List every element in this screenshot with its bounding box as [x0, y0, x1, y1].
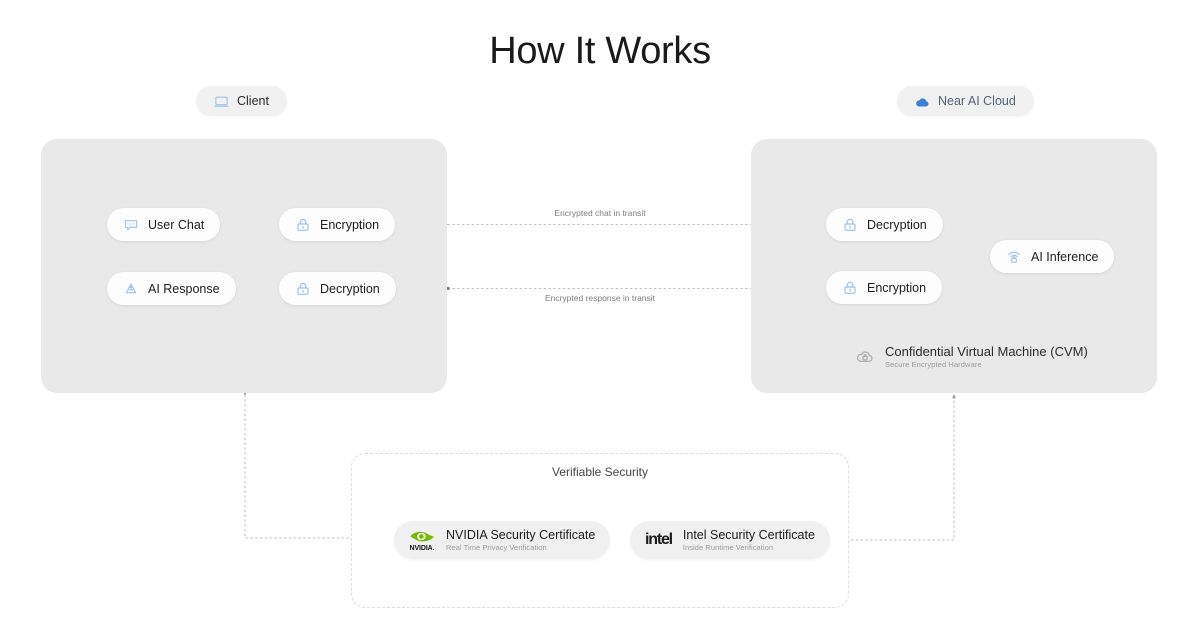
zone-client: [41, 139, 447, 393]
node-ai-inference[interactable]: AI Inference: [990, 240, 1115, 273]
node-encryption-client-label: Encryption: [320, 217, 380, 232]
nvidia-eye-logo: NVIDIA.: [409, 529, 435, 552]
certificate-intel-subtitle: Inside Runtime Verification: [682, 543, 774, 552]
lock-icon: [842, 217, 858, 233]
lock-icon: [842, 280, 858, 296]
node-ai-inference-label: AI Inference: [1031, 249, 1099, 264]
badge-client[interactable]: Client: [196, 86, 287, 116]
node-encryption-client[interactable]: Encryption: [279, 208, 396, 241]
node-encryption-cloud[interactable]: Encryption: [826, 271, 943, 304]
ai-sparkle-icon: [123, 281, 139, 297]
cvm-footer: Confidential Virtual Machine (CVM) Secur…: [855, 344, 1088, 369]
laptop-icon: [214, 94, 229, 109]
certificate-card-intel[interactable]: intel Intel Security Certificate Inside …: [630, 521, 830, 559]
certificate-card-nvidia[interactable]: NVIDIA. NVIDIA Security Certificate Real…: [394, 521, 611, 559]
nvidia-wordmark: NVIDIA.: [409, 544, 435, 552]
transit-label-chat: Encrypted chat in transit: [554, 208, 646, 218]
transit-label-response: Encrypted response in transit: [544, 293, 656, 303]
certificate-nvidia-subtitle: Real Time Privacy Verification: [446, 543, 547, 552]
cvm-subtitle: Secure Encrypted Hardware: [885, 360, 982, 370]
cloud-icon: [915, 94, 930, 109]
certificate-intel-title: Intel Security Certificate: [682, 528, 815, 542]
node-decryption-client[interactable]: Decryption: [279, 272, 396, 305]
node-encryption-cloud-label: Encryption: [867, 280, 927, 295]
lock-icon: [295, 217, 311, 233]
signal-lock-icon: [1006, 249, 1022, 265]
node-ai-response[interactable]: AI Response: [107, 272, 236, 305]
cvm-title: Confidential Virtual Machine (CVM): [885, 344, 1088, 359]
node-ai-response-label: AI Response: [148, 281, 220, 296]
verifiable-security-title: Verifiable Security: [551, 465, 649, 479]
badge-near-ai-cloud[interactable]: Near AI Cloud: [897, 86, 1034, 116]
intel-wordmark-logo: intel: [645, 531, 673, 548]
badge-cloud-label: Near AI Cloud: [938, 94, 1016, 108]
node-decryption-client-label: Decryption: [320, 281, 380, 296]
page-title: How It Works: [489, 30, 711, 72]
node-user-chat[interactable]: User Chat: [107, 208, 221, 241]
node-decryption-cloud[interactable]: Decryption: [826, 208, 943, 241]
cloud-lock-icon: [855, 347, 875, 367]
chat-bubble-icon: [123, 217, 139, 233]
lock-icon: [295, 281, 311, 297]
certificate-nvidia-title: NVIDIA Security Certificate: [446, 528, 596, 542]
node-user-chat-label: User Chat: [148, 217, 205, 232]
node-decryption-cloud-label: Decryption: [867, 217, 927, 232]
badge-client-label: Client: [237, 94, 269, 108]
